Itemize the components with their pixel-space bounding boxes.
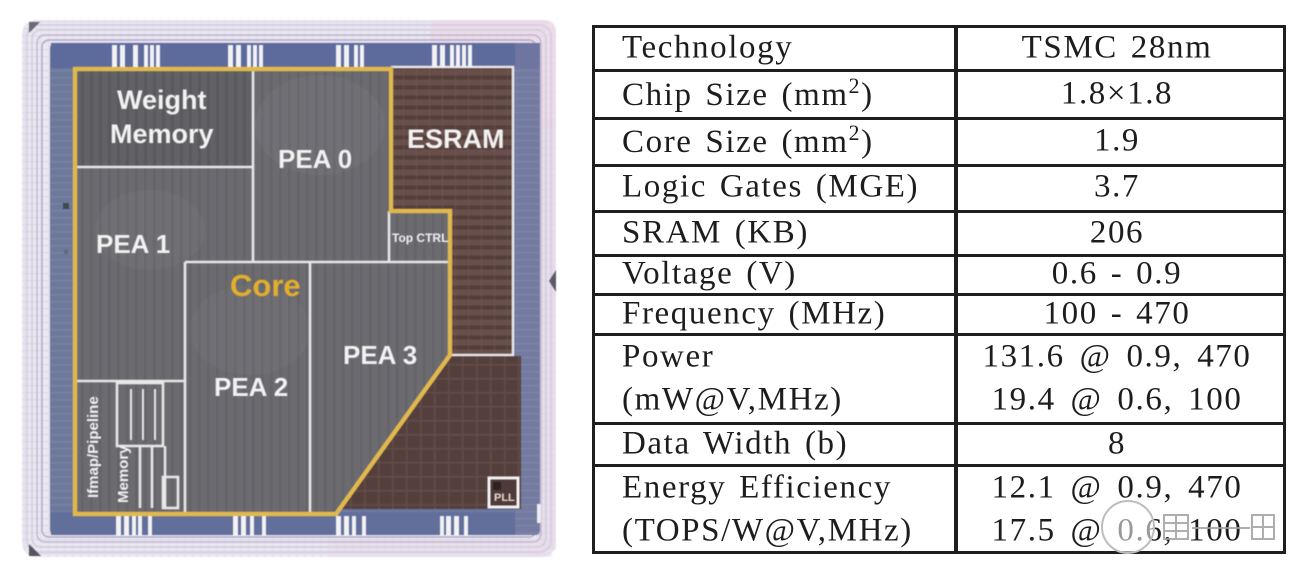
- svg-text:PEA 2: PEA 2: [214, 372, 288, 402]
- svg-text:PLL: PLL: [494, 492, 515, 504]
- svg-text:Memory: Memory: [115, 445, 132, 503]
- svg-text:Core: Core: [230, 268, 301, 303]
- svg-text:Memory: Memory: [110, 119, 214, 149]
- svg-text:ESRAM: ESRAM: [407, 124, 505, 154]
- svg-text:PEA 1: PEA 1: [96, 229, 170, 259]
- svg-text:PEA 3: PEA 3: [343, 340, 417, 370]
- svg-text:Weight: Weight: [117, 85, 207, 115]
- svg-text:Top CTRL: Top CTRL: [392, 231, 448, 245]
- svg-text:PEA 0: PEA 0: [278, 144, 352, 174]
- svg-text:Ifmap/Pipeline: Ifmap/Pipeline: [85, 396, 102, 498]
